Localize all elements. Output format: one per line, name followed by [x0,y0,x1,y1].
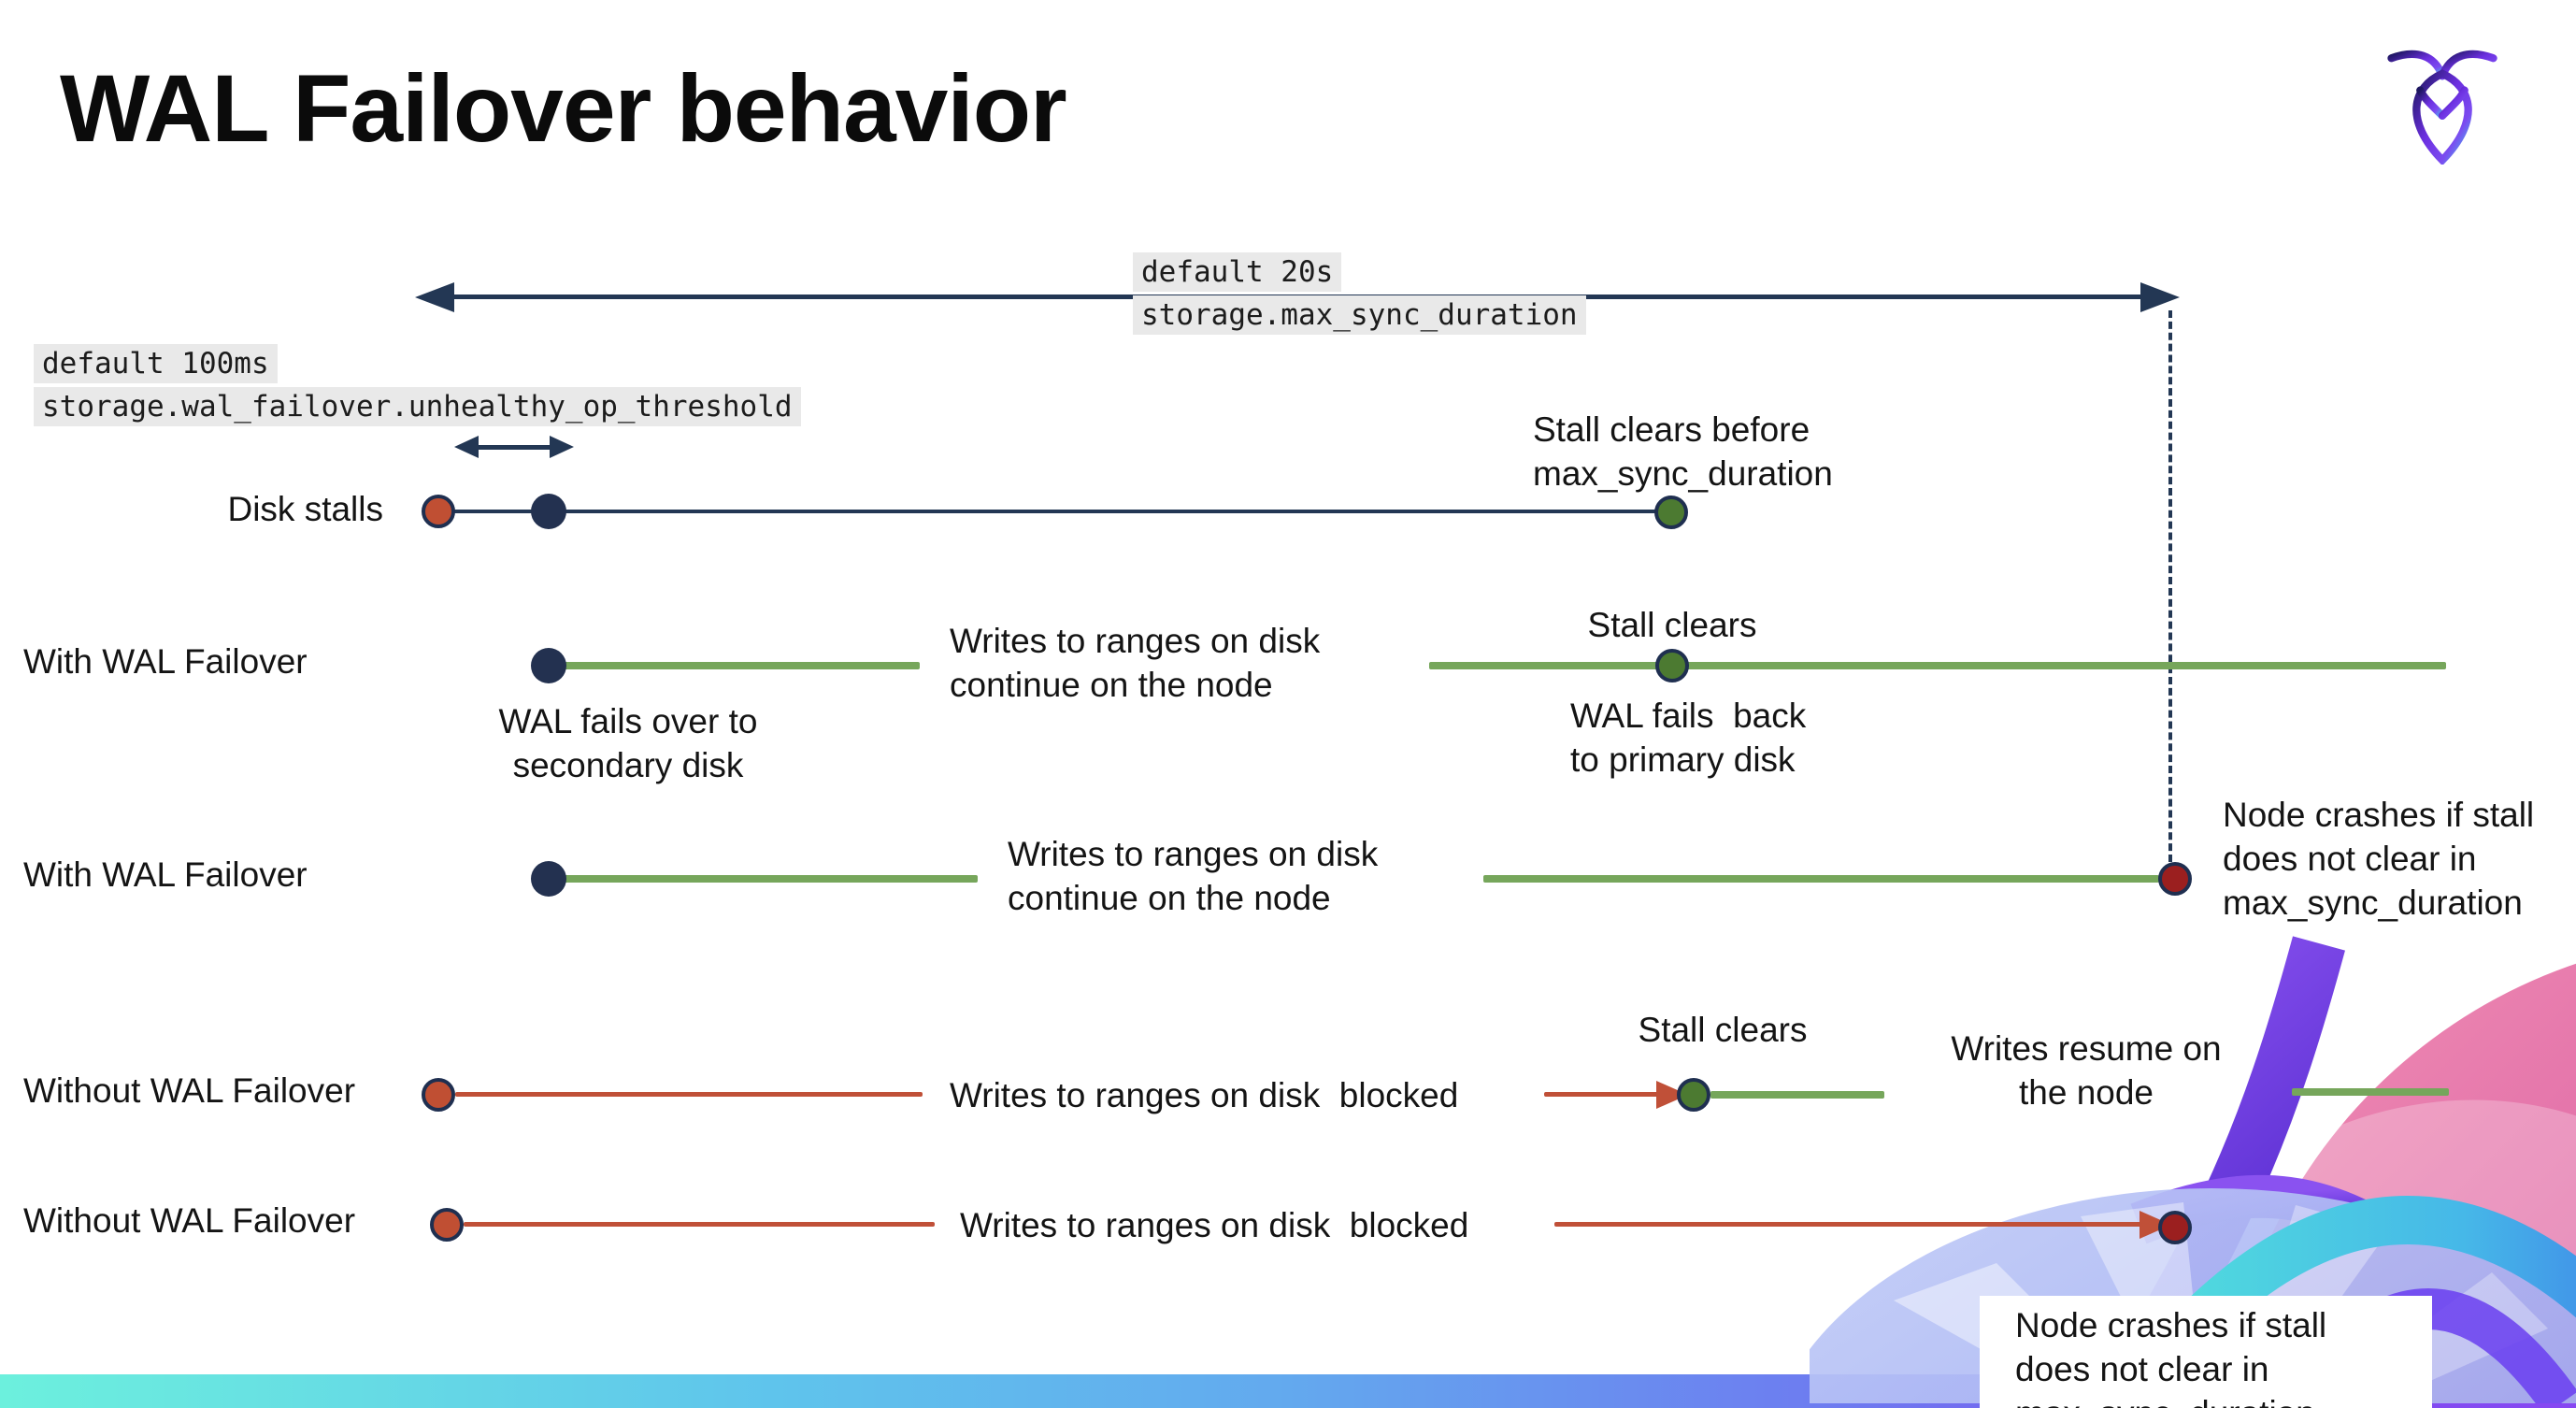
stall-clears-marker-row1 [1654,496,1688,529]
row-label-with-wal-failover-1: With WAL Failover [23,642,308,681]
row-label-without-wal-failover-2: Without WAL Failover [23,1201,356,1240]
writes-resume-note: Writes resume on the node [1951,1029,2222,1112]
stall-clears-before-note: Stall clears before max_sync_duration [1533,410,1833,493]
max-sync-duration-label: default 20s storage.max_sync_duration [1133,252,1586,335]
writes-blocked-line-row5a [464,1222,935,1227]
threshold-default-value: default 100ms [34,344,278,383]
threshold-reached-marker [531,494,566,529]
stall-start-marker-row4 [422,1078,455,1112]
node-crash-marker-row3 [2158,862,2192,896]
max-sync-setting-name: storage.max_sync_duration [1133,295,1586,335]
stall-clears-marker-row2 [1655,649,1689,682]
writes-resume-line-row4a [1710,1091,1884,1099]
max-sync-duration-span-right-arrow-icon [2140,282,2180,312]
stall-start-marker-row5 [430,1208,464,1242]
writes-continue-line-row3b [1483,875,2159,883]
writes-blocked-note-row4: Writes to ranges on disk blocked [950,1076,1459,1114]
threshold-span-left-arrow-icon [454,436,479,458]
writes-blocked-line-row5b [1554,1222,2141,1227]
failover-start-marker-row2 [531,648,566,683]
row-label-without-wal-failover-1: Without WAL Failover [23,1071,356,1110]
writes-continue-note-row2: Writes to ranges on disk continue on the… [950,622,1321,704]
stall-clears-marker-row4 [1677,1078,1710,1112]
writes-blocked-line-row4a [455,1092,923,1097]
node-crash-marker-row5 [2158,1211,2192,1244]
threshold-span-line [467,445,551,450]
max-sync-duration-span-left-arrow-icon [415,282,454,312]
max-sync-default-value: default 20s [1133,252,1342,292]
writes-blocked-note-row5: Writes to ranges on disk blocked [960,1206,1469,1244]
threshold-span-right-arrow-icon [550,436,574,458]
writes-blocked-line-row4b [1544,1092,1658,1097]
max-sync-deadline-dashed-line [2168,310,2172,862]
writes-continue-note-row3: Writes to ranges on disk continue on the… [1008,835,1379,917]
disk-stall-start-marker [422,495,455,528]
writes-resume-line-row4b [2292,1088,2449,1096]
writes-continue-line-row3a [563,875,978,883]
row-label-with-wal-failover-2: With WAL Failover [23,855,308,894]
stall-clears-note-row4: Stall clears [1638,1011,1808,1049]
page-title: WAL Failover behavior [60,55,1067,162]
node-crash-note-row3: Node crashes if stall does not clear in … [2223,796,2535,922]
cockroachdb-logo-icon [2386,45,2498,169]
failback-note: WAL fails back to primary disk [1570,697,1807,779]
failover-note: WAL fails over to secondary disk [498,702,758,784]
node-crash-note-row5: Node crashes if stall does not clear in … [2015,1306,2327,1408]
disk-stalls-timeline [438,510,1671,513]
threshold-setting-name: storage.wal_failover.unhealthy_op_thresh… [34,387,801,426]
failover-start-marker-row3 [531,861,566,897]
writes-continue-line-row2a [563,662,920,669]
unhealthy-op-threshold-label: default 100ms storage.wal_failover.unhea… [34,344,801,426]
writes-continue-line-row2b [1429,662,2446,669]
row-label-disk-stalls: Disk stalls [227,490,383,528]
stall-clears-note-row2: Stall clears [1587,606,1757,644]
